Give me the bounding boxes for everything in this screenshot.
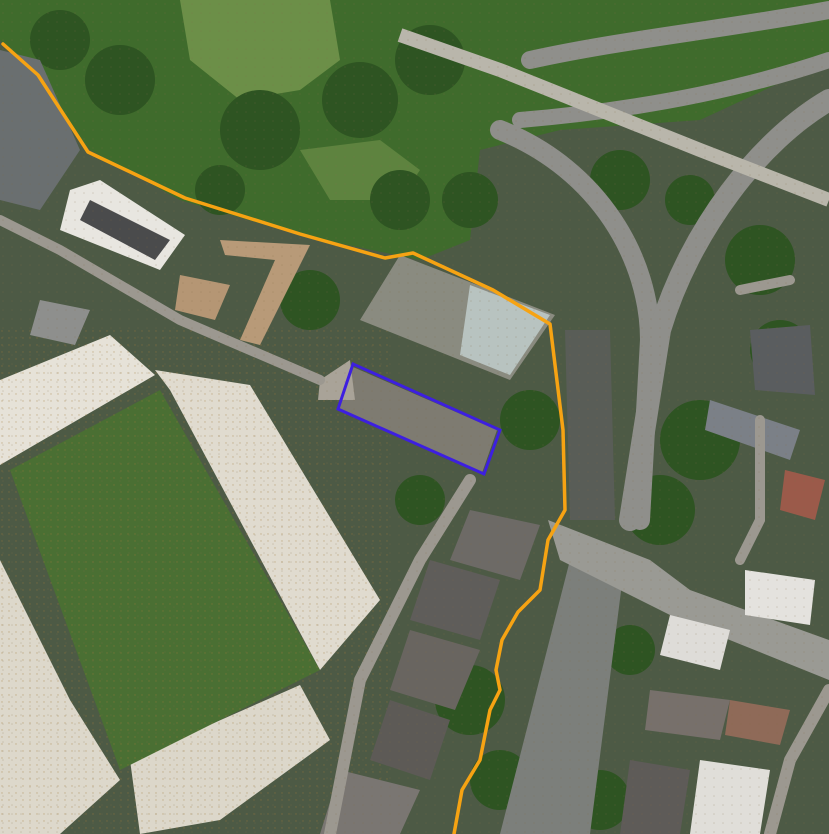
boundary-line [1, 42, 567, 834]
parcel-outline[interactable] [336, 361, 502, 477]
